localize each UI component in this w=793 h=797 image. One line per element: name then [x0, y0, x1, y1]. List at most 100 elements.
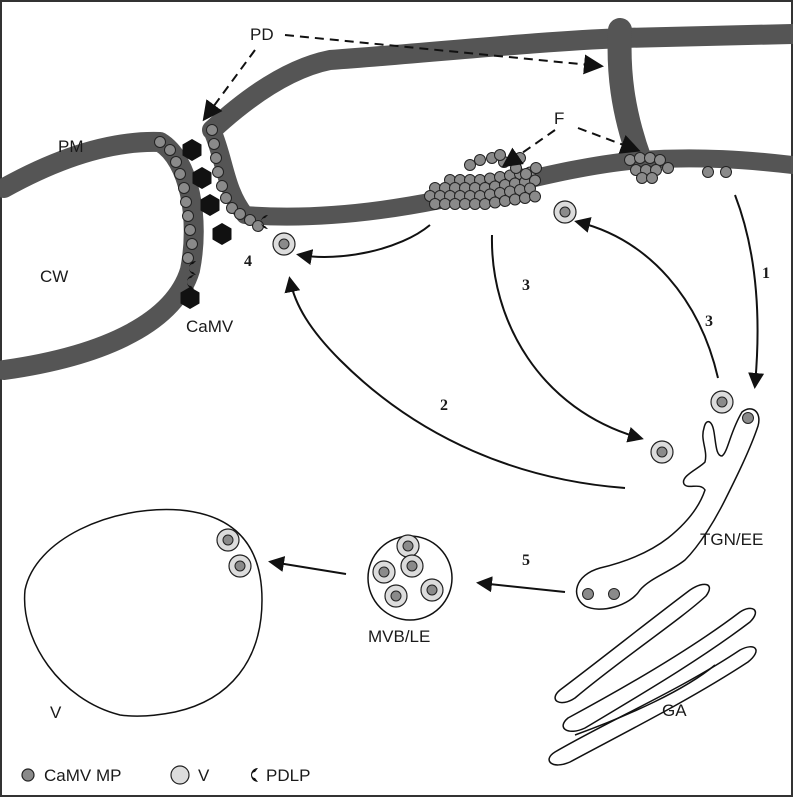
number-2: 2 — [440, 397, 448, 414]
mp-dot — [530, 162, 542, 174]
label-tgn-ee: TGN/EE — [700, 530, 763, 549]
mp-dot — [646, 172, 658, 184]
label-pm: PM — [58, 137, 84, 156]
pdlp-crescent — [189, 261, 196, 275]
mp-dot — [529, 190, 541, 203]
camv-virion — [200, 194, 220, 216]
mp-dot — [210, 152, 222, 164]
vesicle-mp-dot — [278, 238, 290, 250]
arrow-3-up — [574, 217, 719, 379]
mp-dot — [429, 198, 441, 210]
legend-pdlp-label: PDLP — [266, 766, 310, 785]
mp-dot — [174, 168, 186, 180]
mp-dot — [634, 152, 646, 164]
number-3-right: 3 — [705, 313, 713, 330]
arrow-3-down — [490, 234, 644, 443]
mp-dot — [184, 224, 196, 236]
mp-dot — [494, 149, 506, 161]
legend-pdlp-icon — [251, 768, 258, 782]
legend-mp-label: CaMV MP — [44, 766, 121, 785]
mp-dot — [170, 156, 182, 168]
mp-dot — [178, 182, 190, 194]
vesicle-mp-dot — [402, 540, 414, 552]
mp-dot — [252, 220, 264, 232]
mp-dot — [499, 195, 511, 207]
tgn-mp-dot — [582, 588, 594, 600]
arrow-2 — [284, 276, 626, 489]
label-mvb-le: MVB/LE — [368, 627, 430, 646]
golgi-apparatus — [548, 583, 757, 766]
arrow-1 — [734, 194, 765, 389]
mp-dot — [464, 159, 476, 171]
label-ga: GA — [662, 701, 687, 720]
mp-dot — [520, 168, 532, 180]
arrow-5 — [476, 576, 566, 593]
mp-dot — [519, 192, 531, 204]
vesicle-mp-dot — [716, 396, 728, 408]
mp-dot — [206, 124, 218, 136]
camv-virion — [192, 167, 212, 189]
tgn-mp-dot — [608, 588, 620, 600]
mp-dot — [624, 154, 636, 166]
mp-dot — [234, 208, 246, 220]
mp-dot — [182, 210, 194, 222]
vesicle-mp-dot — [426, 584, 438, 596]
number-3-left: 3 — [522, 277, 530, 294]
vesicle-mp-dot — [406, 560, 418, 572]
mp-dot — [220, 192, 232, 204]
mp-dot — [186, 238, 198, 250]
mp-dot — [182, 252, 194, 264]
legend-vesicle-label: V — [198, 766, 210, 785]
mp-dot — [469, 198, 481, 210]
label-camv: CaMV — [186, 317, 234, 336]
number-1: 1 — [762, 265, 770, 282]
label-vacuole: V — [50, 703, 62, 722]
camv-virion — [180, 287, 200, 309]
camv-mp-clusters — [154, 124, 732, 264]
f-pointer-right — [577, 127, 641, 154]
camv-virion — [212, 223, 232, 245]
mp-dot — [702, 166, 714, 178]
pdlp-markers — [187, 215, 268, 289]
mp-dot — [212, 166, 224, 178]
mp-dot — [510, 162, 522, 174]
vesicle-mp-dot — [378, 566, 390, 578]
vesicles — [216, 200, 754, 608]
mp-dot — [662, 162, 674, 174]
vesicle-mp-dot — [222, 534, 234, 546]
mp-dot — [479, 198, 491, 210]
mp-dot — [474, 154, 486, 166]
mp-dot — [720, 166, 732, 178]
legend: CaMV MP V PDLP — [21, 765, 310, 785]
vesicle-mp-dot — [656, 446, 668, 458]
vesicle-mp-dot — [390, 590, 402, 602]
f-pointer-left — [501, 129, 556, 168]
mp-dot — [449, 198, 461, 210]
pdlp-crescent — [187, 275, 194, 289]
mp-dot — [244, 214, 256, 226]
camv-virions — [180, 139, 232, 309]
mp-dot — [226, 202, 238, 214]
camv-virion — [182, 139, 202, 161]
legend-vesicle-icon — [170, 765, 190, 785]
tgn-mp-dot — [742, 412, 754, 424]
trafficking-arrows — [268, 194, 765, 593]
legend-mp-dot-icon — [21, 768, 35, 782]
mp-dot — [216, 180, 228, 192]
mp-dot — [439, 198, 451, 210]
tgn-ee-compartment — [575, 408, 760, 610]
text-labels: PD F PM CW CaMV TGN/EE MVB/LE V GA 1 2 3… — [40, 25, 770, 722]
vesicle-mp-dot — [559, 206, 571, 218]
label-f: F — [554, 109, 564, 128]
mp-dot — [459, 198, 471, 210]
number-5: 5 — [522, 552, 530, 569]
mp-dot — [180, 196, 192, 208]
mp-dot — [636, 172, 648, 184]
mp-dot — [489, 196, 501, 209]
arrow-to-pd-vesicle — [296, 224, 431, 265]
pdlp-crescent — [261, 215, 268, 229]
arrow-mvb-to-vacuole — [268, 556, 347, 575]
mp-dot — [509, 193, 521, 206]
